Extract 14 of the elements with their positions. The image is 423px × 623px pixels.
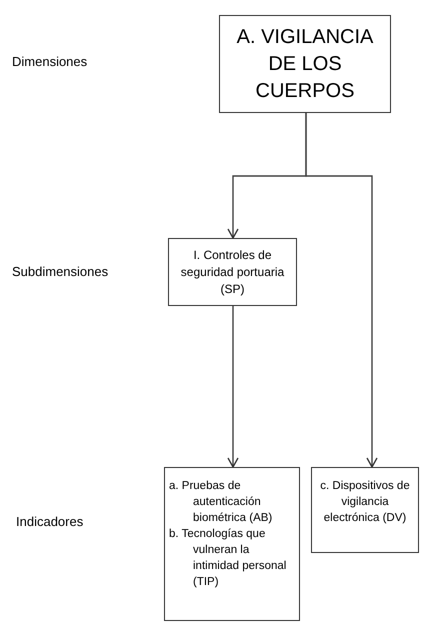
level-label: Subdimensiones: [12, 263, 108, 281]
list-item: b. Tecnologías que vulneran la intimidad personal (TIP): [169, 527, 288, 590]
box-text: I. Controles de seguridad portuaria (SP): [180, 246, 286, 298]
text-box: [168, 238, 297, 306]
arrow: [305, 113, 378, 468]
text-box: [164, 467, 300, 621]
box-text: c. Dispositivos de vigilancia electrónica (DV): [319, 479, 411, 526]
list-item: a. Pruebas de autenticación biométrica (AB): [169, 479, 274, 526]
arrow: [227, 306, 239, 468]
level-label: Indicadores: [16, 513, 84, 531]
level-label: Dimensiones: [12, 53, 88, 71]
text-box: [219, 15, 391, 113]
text-box: [311, 467, 419, 553]
box-text: A. VIGILANCIA DE LOS CUERPOS: [236, 24, 374, 104]
